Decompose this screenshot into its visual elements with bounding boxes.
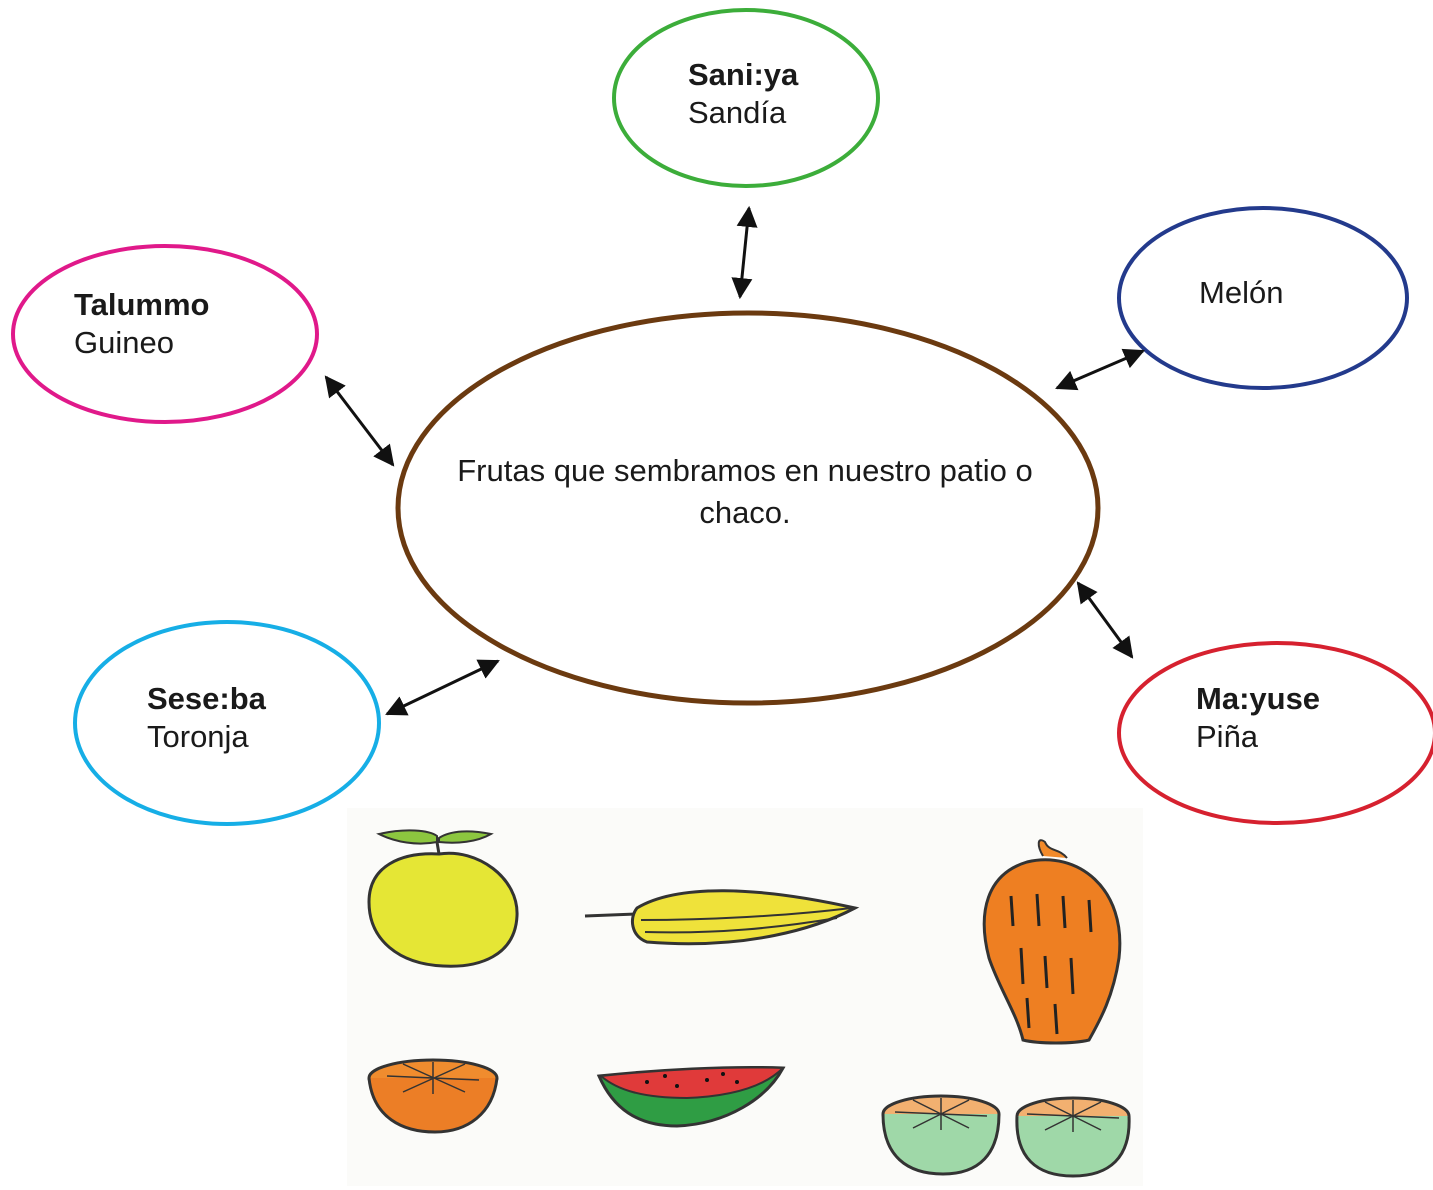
arrow-seseba: [385, 659, 500, 716]
saniya-spanish-name: Sandía: [688, 95, 787, 130]
center-label: Frutas que sembramos en nuestro patio o …: [457, 453, 1033, 530]
seseba-native-name: Sese:ba: [147, 681, 266, 716]
mayuse-native-name: Ma:yuse: [1196, 681, 1321, 716]
grapefruit-drawing: [367, 829, 519, 968]
arrow-talummo: [324, 375, 395, 467]
orange-half-drawing: [367, 1058, 499, 1134]
fruit-drawing: [347, 808, 1143, 1186]
saniya-ellipse: [612, 8, 880, 188]
arrow-melon: [1055, 348, 1145, 391]
center-ellipse: [395, 310, 1101, 706]
talummo-spanish-name: Guineo: [74, 325, 174, 360]
saniya-label: Sani:ya Sandía: [688, 56, 798, 132]
watermelon-slice-drawing: [596, 1065, 786, 1128]
seseba-label: Sese:ba Toronja: [147, 680, 266, 756]
melon-ellipse: [1117, 206, 1409, 390]
seseba-ellipse: [73, 620, 381, 826]
arrow-saniya: [731, 205, 758, 300]
seseba-spanish-name: Toronja: [147, 719, 249, 754]
saniya-native-name: Sani:ya: [688, 57, 799, 92]
talummo-native-name: Talummo: [74, 287, 210, 322]
mayuse-spanish-name: Piña: [1196, 719, 1259, 754]
melon-halves-drawing: [881, 1094, 1131, 1178]
talummo-ellipse: [11, 244, 319, 424]
melon-label: Melón: [1199, 274, 1283, 312]
melon-spanish-name: Melón: [1199, 275, 1284, 310]
talummo-label: Talummo Guineo: [74, 286, 210, 362]
mayuse-label: Ma:yuse Piña: [1196, 680, 1320, 756]
arrow-mayuse: [1076, 581, 1134, 659]
mayuse-ellipse: [1117, 641, 1433, 825]
pineapple-drawing: [982, 839, 1122, 1045]
banana-drawing: [584, 889, 860, 946]
